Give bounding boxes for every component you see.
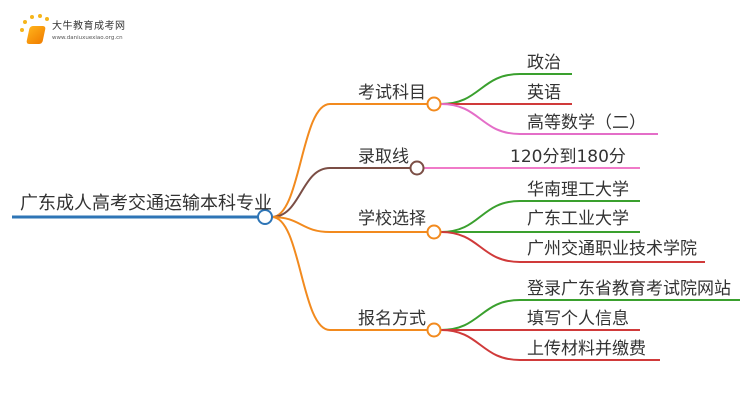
branch-label-registration[interactable]: 报名方式 xyxy=(358,309,426,329)
leaf-label[interactable]: 华南理工大学 xyxy=(527,180,629,200)
leaf-label[interactable]: 英语 xyxy=(527,83,561,103)
logo: 大牛教育成考网 www.daniuxuexiao.org.cn xyxy=(18,14,158,50)
branch-label-cutoff[interactable]: 录取线 xyxy=(358,147,409,167)
branch-node-circle xyxy=(426,224,442,240)
root-node-label[interactable]: 广东成人高考交通运输本科专业 xyxy=(20,193,272,214)
logo-dot xyxy=(20,28,24,32)
leaf-connector xyxy=(440,329,521,361)
logo-dot xyxy=(45,17,49,21)
branch-connector xyxy=(271,216,331,331)
branch-node-circle xyxy=(426,322,442,338)
branch-connector xyxy=(271,167,331,218)
logo-dot xyxy=(38,14,42,18)
leaf-label[interactable]: 登录广东省教育考试院网站 xyxy=(527,279,731,299)
leaf-label[interactable]: 120分到180分 xyxy=(510,147,626,167)
leaf-connector xyxy=(440,73,521,105)
branch-label-schools[interactable]: 学校选择 xyxy=(358,209,426,229)
leaf-label[interactable]: 政治 xyxy=(527,53,561,73)
logo-dot xyxy=(30,15,34,19)
branch-node-circle xyxy=(426,96,442,112)
leaf-connector xyxy=(440,231,521,263)
leaf-label[interactable]: 高等数学（二） xyxy=(527,113,646,133)
leaf-connector xyxy=(440,103,521,135)
leaf-label[interactable]: 填写个人信息 xyxy=(527,309,629,329)
logo-title: 大牛教育成考网 xyxy=(52,21,126,32)
branch-label-subjects[interactable]: 考试科目 xyxy=(358,83,426,103)
logo-url: www.daniuxuexiao.org.cn xyxy=(52,35,123,41)
leaf-connector xyxy=(440,200,521,233)
branch-connector xyxy=(271,216,331,233)
root-node-circle xyxy=(257,209,273,225)
leaf-label[interactable]: 广州交通职业技术学院 xyxy=(527,239,697,259)
branch-node-circle xyxy=(409,160,425,176)
leaf-connector xyxy=(440,299,521,331)
leaf-label[interactable]: 广东工业大学 xyxy=(527,209,629,229)
branch-connector xyxy=(271,103,331,218)
logo-dot xyxy=(23,20,27,24)
leaf-label[interactable]: 上传材料并缴费 xyxy=(527,339,646,359)
